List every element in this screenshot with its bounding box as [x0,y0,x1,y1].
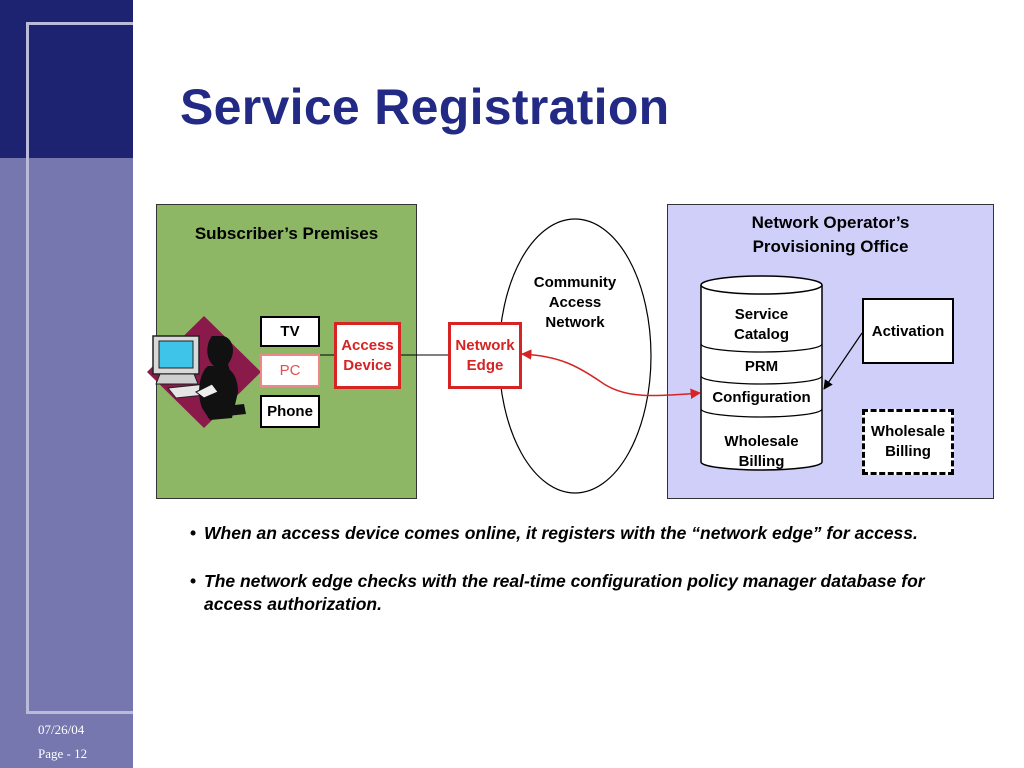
db-wholesale-billing-line1: Wholesale [724,433,799,450]
tv-box: TV [260,316,320,347]
sidebar-top-band [0,0,133,158]
bullet-text: The network edge checks with the real-ti… [204,571,925,614]
bullet-item: • When an access device comes online, it… [186,522,976,545]
frame-line-vertical [26,22,29,714]
frame-line-bottom [26,711,133,714]
footer-date: 07/26/04 [38,722,85,737]
db-wholesale-billing-line2: Billing [738,453,785,470]
subscriber-premises-title: Subscriber’s Premises [194,224,379,243]
pc-box: PC [260,354,320,387]
slide-title: Service Registration [180,79,670,135]
network-edge-line2: Edge [466,356,504,374]
bullet-dot-icon: • [190,571,197,591]
frame-line-top [26,22,133,25]
db-configuration: Configuration [712,389,811,406]
network-edge-box: Network Edge [448,322,522,389]
sidebar-lower-band [0,158,133,768]
community-network-label: Community Access Network [525,273,625,333]
access-device-line2: Device [343,356,392,374]
db-wholesale-billing: Wholesale Billing [701,432,822,472]
bullet-text: When an access device comes online, it r… [204,523,918,543]
db-prm: PRM [744,358,779,375]
bullet-dot-icon: • [190,523,197,543]
edge-to-configuration-arrow [520,349,702,400]
operator-office-title: Network Operator’s Provisioning Office [667,211,994,259]
activation-to-database-arrow [823,332,863,390]
wholesale-billing-line1: Wholesale [870,423,946,440]
db-service-catalog-line1: Service [734,306,789,323]
bullet-item: • The network edge checks with the real-… [186,570,976,616]
community-network-line3: Network [545,314,605,331]
community-network-line2: Access [548,294,602,311]
person-at-computer-icon [147,316,261,428]
activation-box: Activation [862,298,954,364]
operator-office-title-line2: Provisioning Office [752,237,909,256]
bullet-list: • When an access device comes online, it… [186,522,976,641]
operator-office-title-line1: Network Operator’s [751,213,910,232]
wholesale-billing-box: Wholesale Billing [862,409,954,475]
access-device-line1: Access [341,336,394,354]
wholesale-billing-line2: Billing [885,443,931,460]
community-network-line1: Community [533,274,617,291]
phone-box: Phone [260,395,320,428]
access-device-box: Access Device [334,322,401,389]
db-service-catalog: Service Catalog [701,305,822,345]
database-cylinder-icon [700,275,823,471]
footer-page: Page - 12 [38,746,88,761]
network-edge-line1: Network [455,336,515,354]
db-service-catalog-line2: Catalog [733,326,789,343]
